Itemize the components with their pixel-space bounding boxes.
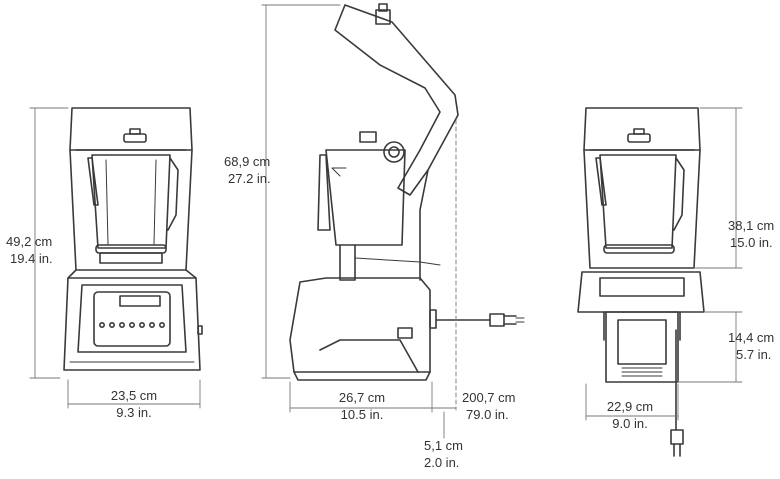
front-width-metric: 23,5 cm xyxy=(110,388,158,403)
side-height-imperial: 27.2 in. xyxy=(228,171,271,186)
side-depth-metric: 26,7 cm xyxy=(338,390,386,405)
front-height-imperial: 19.4 in. xyxy=(10,251,53,266)
side-height-metric: 68,9 cm xyxy=(224,154,271,169)
clearance-metric: 5,1 cm xyxy=(424,438,464,453)
side-view-blender xyxy=(289,3,525,381)
rear-upper-height-metric: 38,1 cm xyxy=(728,218,775,233)
front-height-metric: 49,2 cm xyxy=(6,234,53,249)
cord-length-metric: 200,7 cm xyxy=(462,390,516,405)
clearance-imperial: 2.0 in. xyxy=(424,455,460,470)
rear-width-metric: 22,9 cm xyxy=(606,399,654,414)
rear-view-blender xyxy=(577,107,705,457)
dimension-lines xyxy=(29,4,743,439)
cord-length-imperial: 79.0 in. xyxy=(466,407,509,422)
rear-upper-height-imperial: 15.0 in. xyxy=(730,235,773,250)
front-view-blender xyxy=(63,107,203,371)
rear-lower-height-imperial: 5.7 in. xyxy=(736,347,772,362)
front-width-imperial: 9.3 in. xyxy=(116,405,152,420)
side-depth-imperial: 10.5 in. xyxy=(340,407,384,422)
rear-lower-height-metric: 14,4 cm xyxy=(728,330,775,345)
rear-width-imperial: 9.0 in. xyxy=(612,416,648,431)
